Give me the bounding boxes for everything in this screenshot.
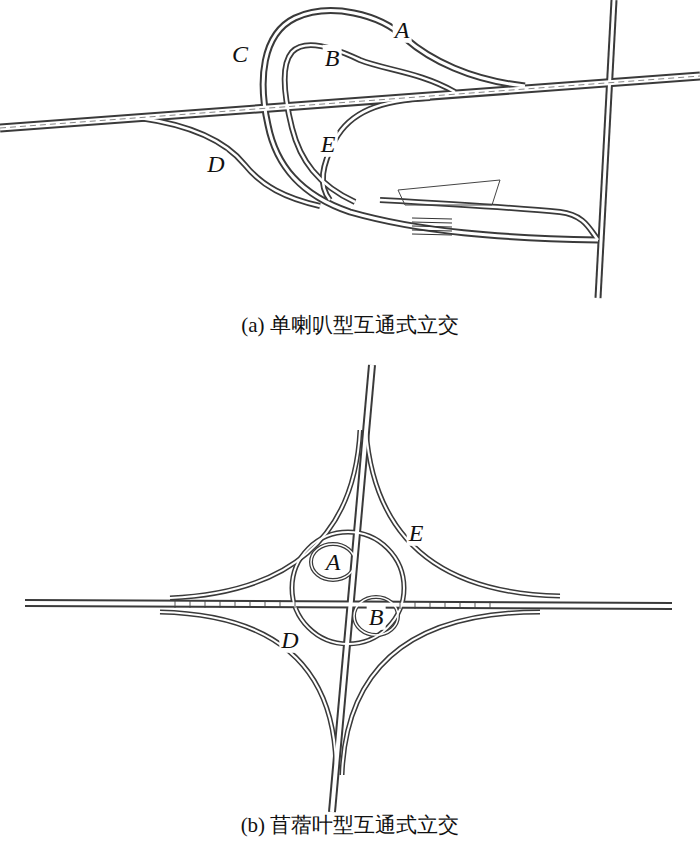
ramp-letter: A	[324, 549, 343, 575]
ramp-letter: E	[407, 520, 426, 546]
ramp-e	[323, 98, 430, 200]
ramp-letter: E	[319, 131, 338, 157]
inner-ramp	[285, 45, 455, 202]
ramp-letter: B	[323, 45, 342, 71]
ramp-sw	[160, 612, 336, 775]
ramp-sw	[160, 612, 336, 775]
local-road	[598, 0, 614, 298]
service-area	[398, 180, 500, 205]
ramp-se	[342, 612, 540, 775]
ramp-nw	[170, 430, 360, 598]
bridge-hatch	[175, 600, 490, 609]
center-line	[0, 76, 700, 128]
ramp-letter: B	[367, 604, 386, 630]
ramp-letter: D	[205, 151, 226, 177]
ramp-d	[140, 118, 320, 206]
ramp-letter: C	[230, 41, 250, 67]
figure-caption: (a) 单喇叭型互通式立交	[241, 314, 459, 337]
ramp-e	[323, 98, 430, 200]
ramp-ne	[366, 430, 560, 596]
road-outer	[25, 365, 672, 812]
ramp-local	[380, 200, 598, 240]
ramp-se	[342, 612, 540, 775]
loop-a	[311, 544, 355, 580]
ramp-nw	[170, 430, 360, 598]
ramp-letter: A	[393, 17, 412, 43]
loop-a	[311, 544, 355, 580]
figure-caption: (b) 苜蓿叶型互通式立交	[241, 814, 460, 837]
toll-plaza	[412, 218, 452, 235]
trumpet-interchange	[0, 0, 700, 298]
ramp-ne	[366, 430, 560, 596]
ramp-letter: D	[279, 627, 300, 653]
ring-ramp	[292, 532, 404, 644]
local-road	[598, 0, 614, 298]
loop-b	[354, 597, 398, 635]
road-inner	[25, 365, 672, 812]
road-outer	[0, 0, 700, 298]
cloverleaf-interchange	[25, 365, 672, 812]
inner-ramp	[285, 45, 455, 202]
road-inner	[0, 0, 700, 298]
